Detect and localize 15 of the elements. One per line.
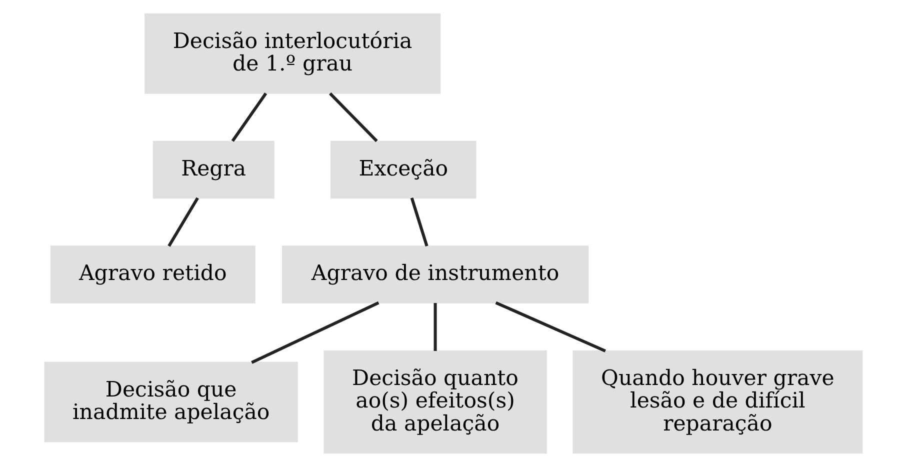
connector (410, 198, 428, 247)
node-box: Decisão quanto ao(s) efeitos(s) da apelação (323, 350, 546, 454)
connector (230, 92, 267, 142)
node-box: Quando houver grave lesão e de difícil reparação (572, 350, 862, 454)
connector (167, 197, 198, 247)
connector (433, 303, 436, 351)
node-box: Agravo de instrumento (281, 246, 588, 304)
node-box: Decisão que inadmite apelação (44, 362, 298, 442)
connector (250, 301, 379, 364)
node-box: Exceção (330, 140, 476, 199)
connector (494, 301, 606, 352)
node-box: Decisão interlocutória de 1.º grau (144, 13, 440, 94)
node-box: Agravo retido (50, 246, 255, 304)
node-box: Regra (152, 140, 274, 199)
connector (328, 92, 378, 142)
